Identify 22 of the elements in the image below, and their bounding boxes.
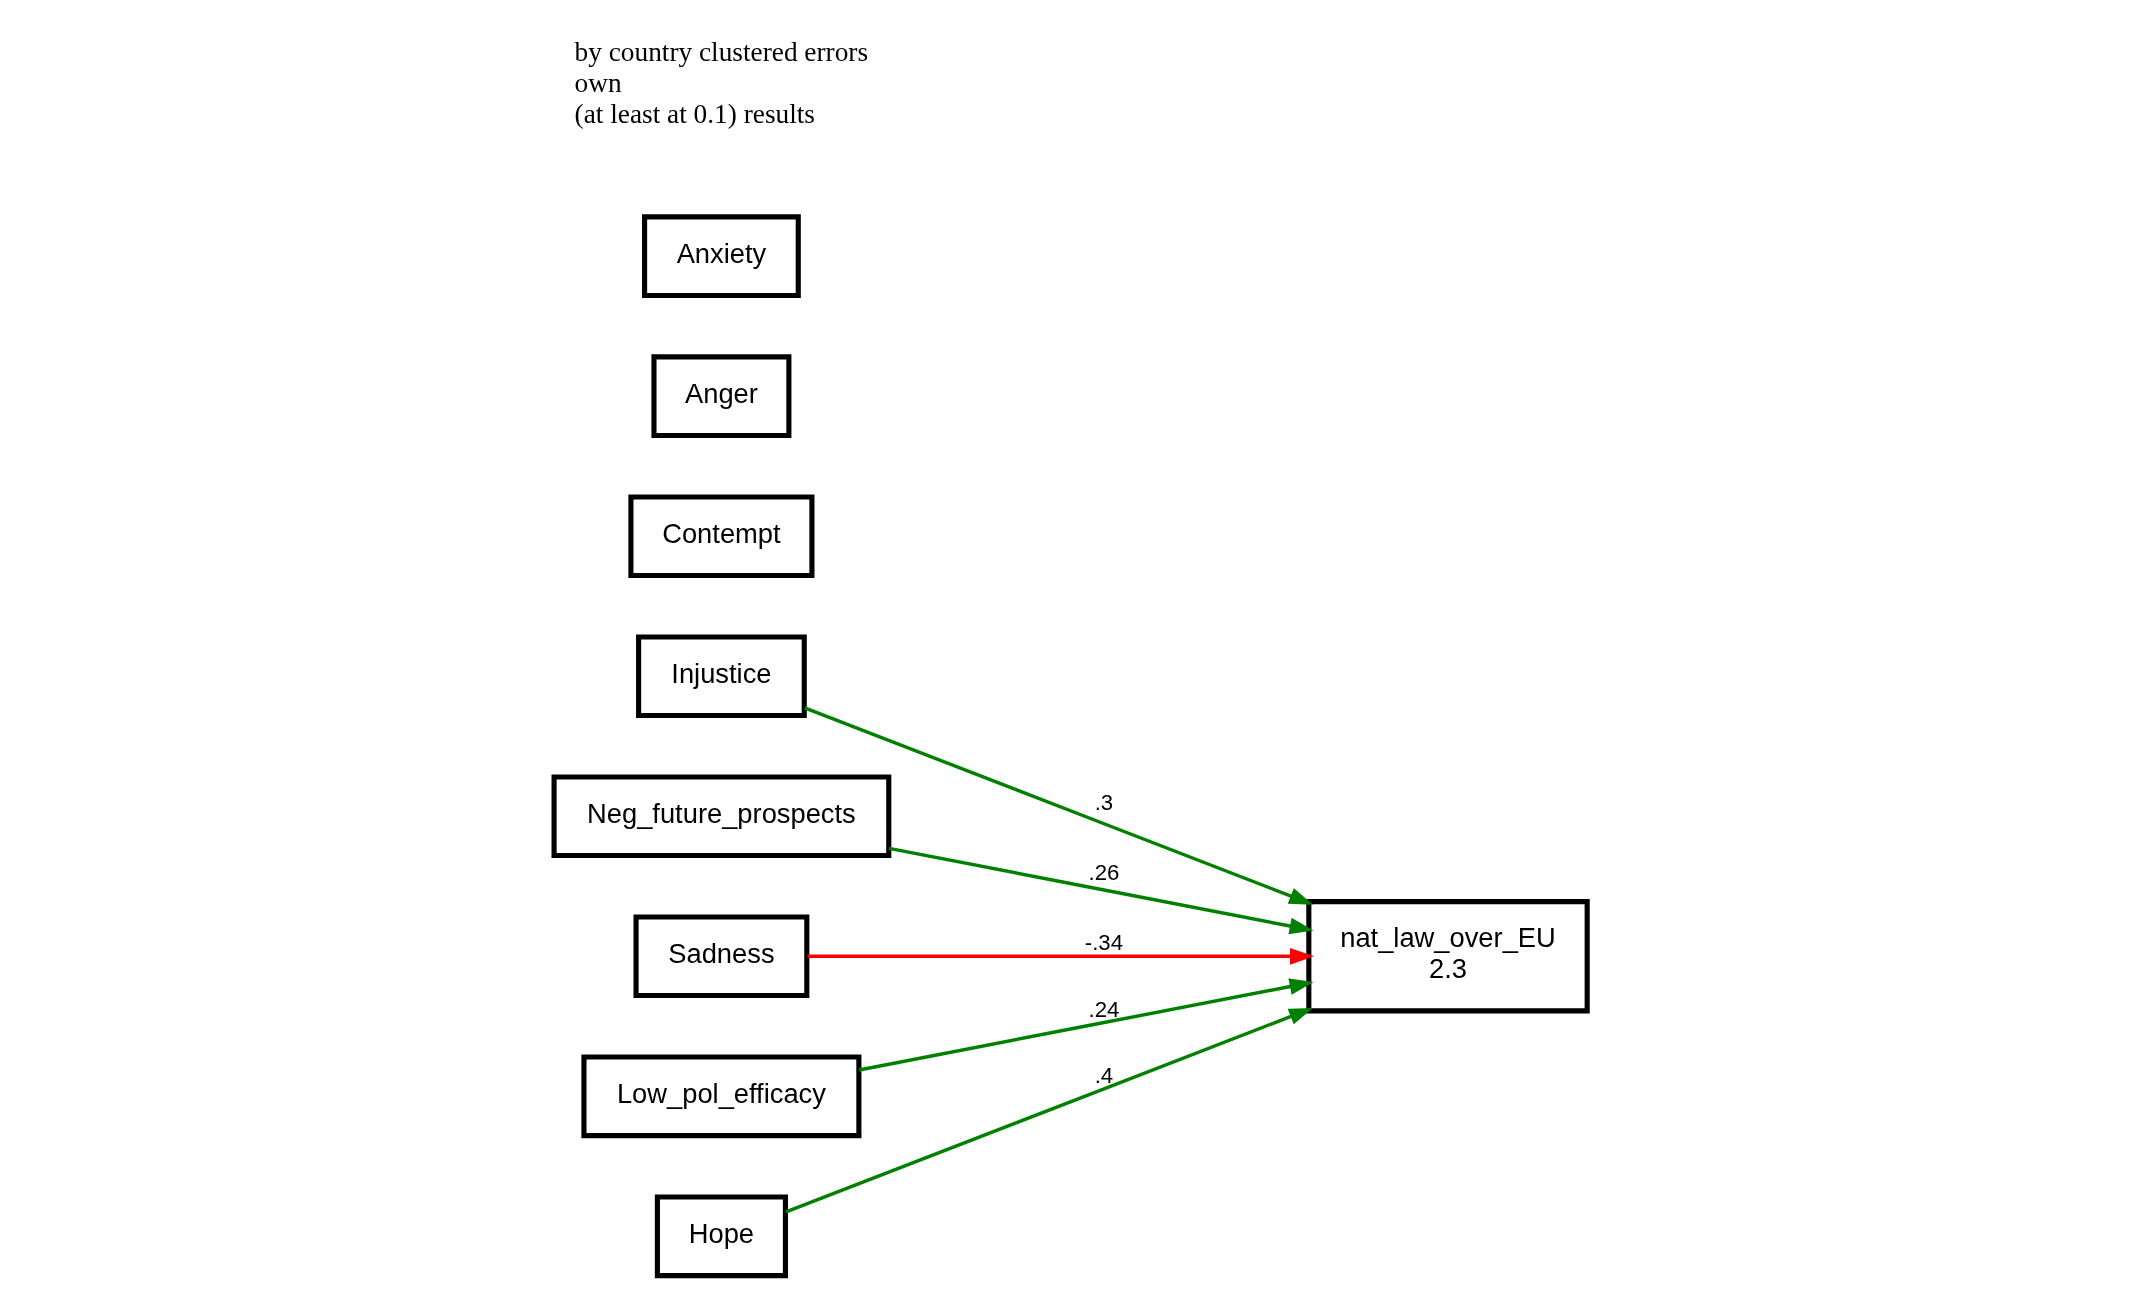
node-box: Anger	[651, 354, 792, 439]
arrow	[858, 978, 1314, 1072]
node-box: Neg_future_prospects	[551, 774, 892, 859]
arrow	[804, 706, 1314, 905]
node-box: Injustice	[636, 634, 807, 719]
arrow	[785, 1007, 1314, 1214]
node-box: Hope	[654, 1194, 788, 1279]
edge-label: .24	[1088, 996, 1120, 1022]
edge-label: .3	[1094, 790, 1114, 816]
label: by country clustered errors	[574, 37, 869, 68]
node-box: Low_pol_efficacy	[581, 1054, 862, 1139]
edge-label: .26	[1088, 860, 1120, 886]
arrow	[807, 947, 1314, 965]
label: own	[574, 67, 622, 98]
node-box: Sadness	[633, 914, 810, 999]
label: (at least at 0.1) results	[574, 98, 815, 129]
edge-label: -.34	[1084, 930, 1124, 956]
node-box: nat_law_over_EU 2.3	[1306, 899, 1590, 1014]
node-box: Anxiety	[642, 214, 801, 298]
edge-label: .4	[1094, 1063, 1114, 1089]
arrow	[888, 846, 1314, 935]
node-box: Contempt	[628, 494, 815, 579]
